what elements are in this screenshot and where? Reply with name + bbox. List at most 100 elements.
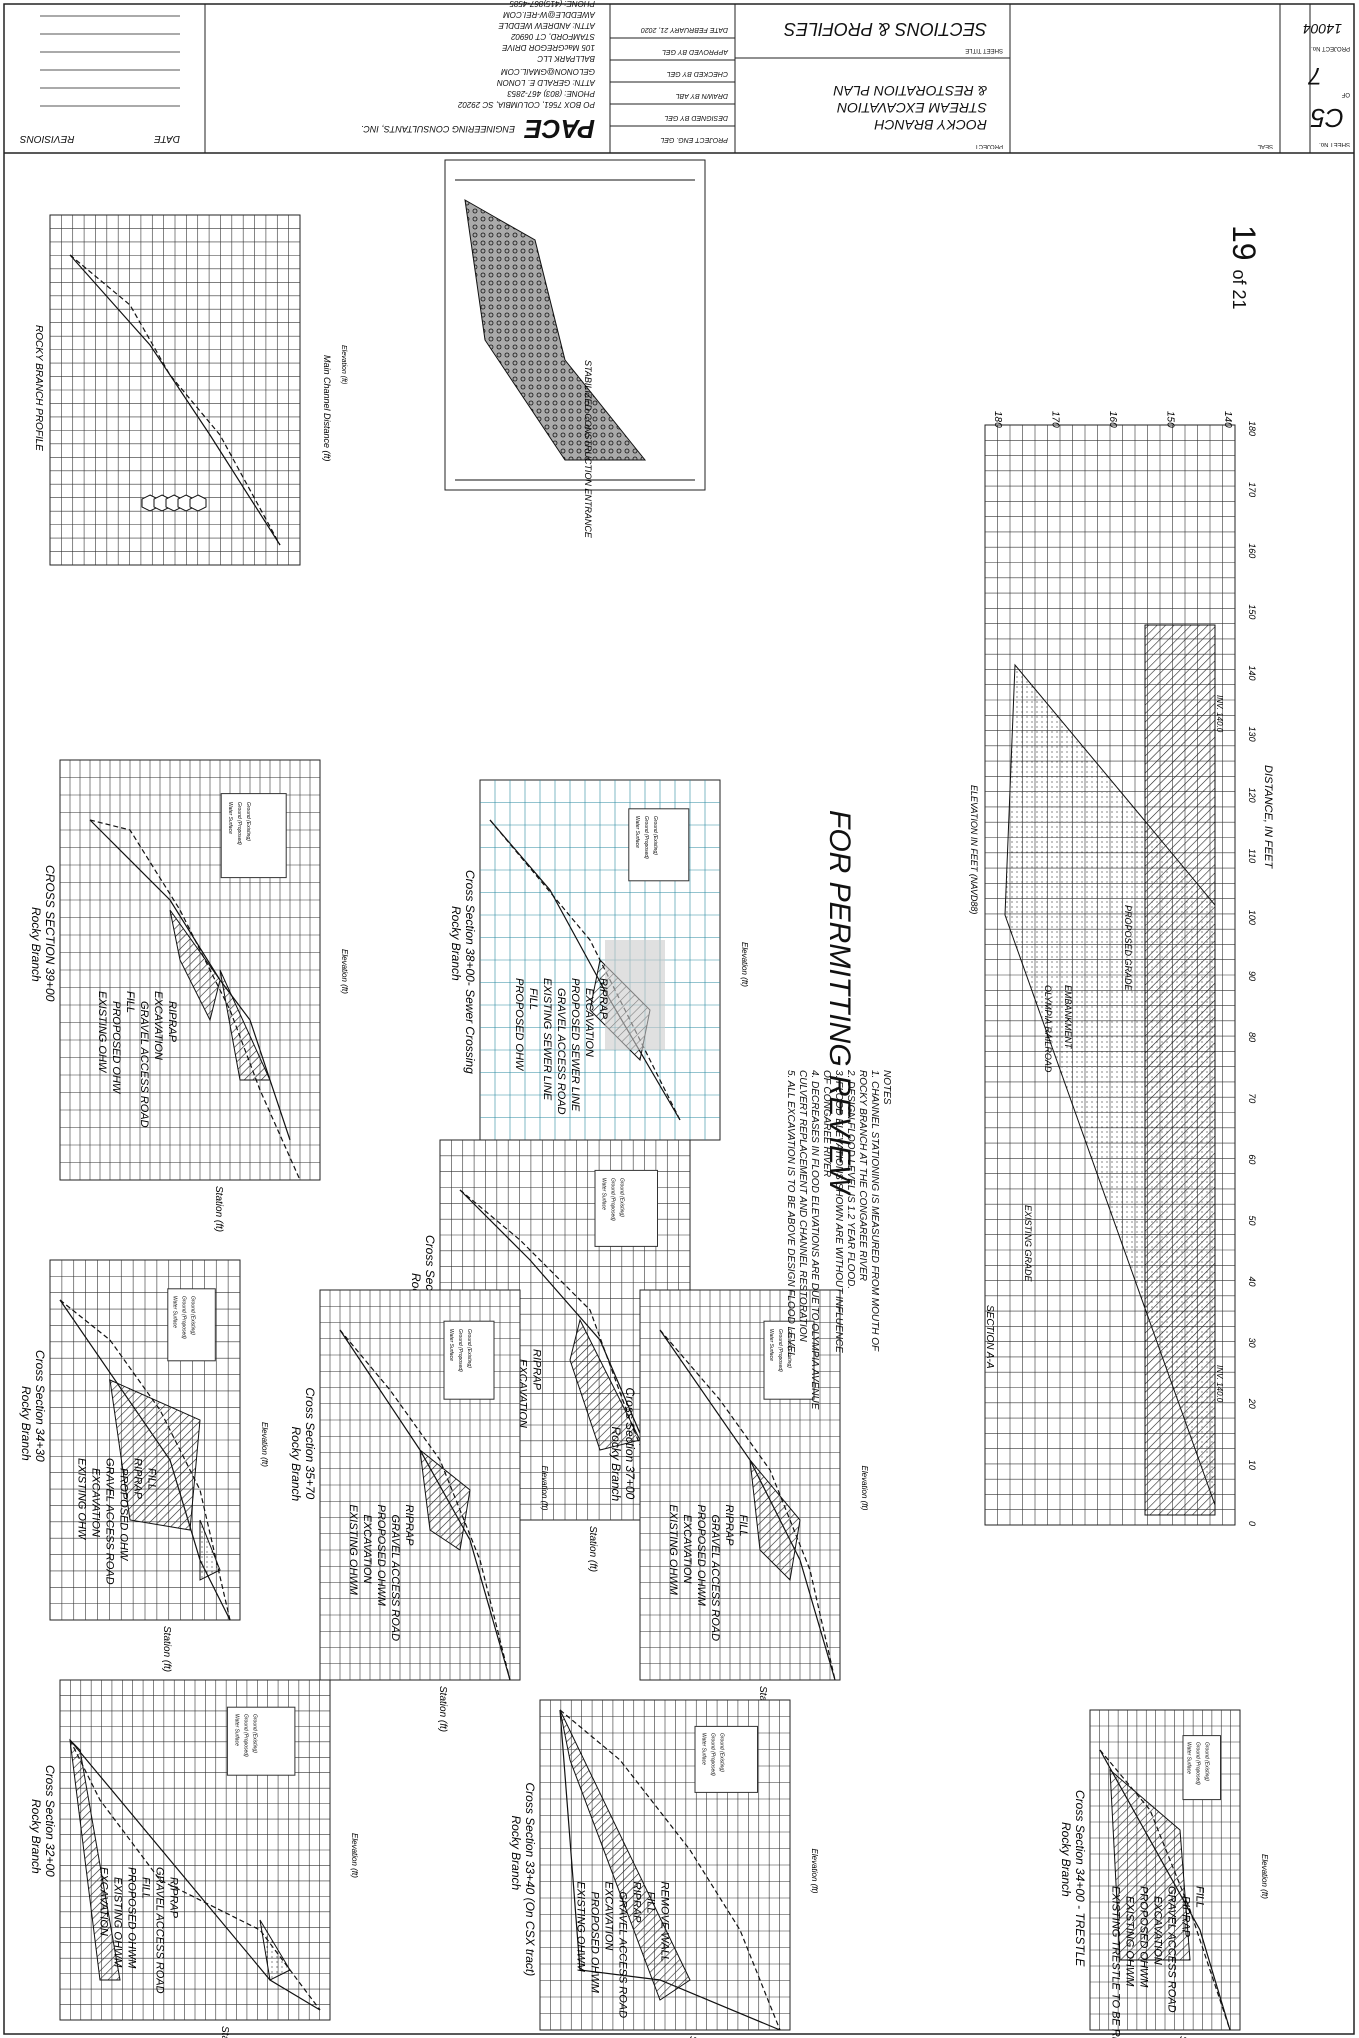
legend-item: Ground (Proposed) [236, 802, 242, 845]
section-callout: EXISTING TRESTLE TO BE REMOVED [1110, 1886, 1122, 2038]
section-callout: FILL [527, 988, 539, 1010]
legend-item: Ground (Existing) [190, 1296, 196, 1335]
section-title-1: Rocky Branch [609, 1427, 623, 1502]
section-callout: FILL [146, 1468, 158, 1490]
section-ylabel: Elevation (ft) [540, 1466, 549, 1511]
section-title-2: Cross Section 37+00 [623, 1388, 637, 1500]
legend-item: Ground (Proposed) [1195, 1742, 1201, 1785]
legend-item: Ground (Proposed) [777, 1329, 783, 1372]
section-aa-xlabel: DISTANCE, IN FEET [1262, 765, 1274, 869]
legend-item: Ground (Proposed) [643, 816, 649, 859]
section-callout: EXCAVATION [681, 1515, 693, 1584]
section-title-2: Cross Section 34+30 [33, 1350, 47, 1462]
legend-item: Ground (Proposed) [181, 1296, 187, 1339]
legend-item: Water Surface [601, 1178, 607, 1210]
section-callout: PROPOSED OHW [513, 978, 525, 1072]
section-ylabel: Elevation (ft) [860, 1466, 869, 1511]
section-callout: FILL [140, 1877, 152, 1899]
legend-item: Ground (Existing) [1204, 1742, 1210, 1781]
existing-grade-label: EXISTING GRADE [1023, 1205, 1033, 1283]
section-callout: EXISTING OHWM [347, 1505, 359, 1596]
section-xlabel: Station (ft) [161, 1626, 172, 1672]
section-callout: PROPOSED OHWM [695, 1505, 707, 1607]
section-callout: RIPRAP [723, 1505, 735, 1547]
section-aa-ytick: 180 [992, 411, 1003, 428]
legend-item: Ground (Proposed) [243, 1714, 249, 1757]
section-callout: RIPRAP [531, 1349, 543, 1391]
section-callout: PROPOSED OHWM [126, 1867, 138, 1969]
section-aa-xtick: 150 [1247, 604, 1257, 619]
inv-right: INV. 140.0 [1215, 695, 1224, 733]
section-aa-xtick: 130 [1247, 727, 1257, 742]
section-xlabel: Station (ft) [687, 2036, 698, 2038]
legend-item: Water Surface [768, 1329, 774, 1361]
section-callout: PROPOSED OHWM [589, 1892, 601, 1994]
section-aa-label: SECTION A-A [984, 1305, 995, 1369]
section-title-1: Rocky Branch [449, 906, 463, 981]
section-callout: GRAVEL ACCESS ROAD [555, 988, 567, 1115]
section-xlabel: Station (ft) [437, 1686, 448, 1732]
embankment-label: EMBANKMENT [1063, 985, 1073, 1050]
section-callout: RIPRAP [168, 1877, 180, 1919]
legend-item: Ground (Existing) [652, 816, 658, 855]
section-callout: GRAVEL ACCESS ROAD [104, 1458, 116, 1585]
section-callout: PROPOSED OHW [110, 1001, 122, 1095]
section-title-2: Cross Section 34+00 - TRESTLE [1073, 1790, 1087, 1967]
legend-item: Water Surface [1186, 1742, 1192, 1774]
profile-ylabel: Elevation (ft) [340, 345, 347, 384]
section-ylabel: Elevation (ft) [340, 949, 349, 994]
notes-block: NOTES 1. CHANNEL STATIONING IS MEASURED … [785, 1070, 892, 1410]
section-callout: EXCAVATION [90, 1468, 102, 1537]
section-title-2: Cross Section 35+70 [303, 1388, 317, 1500]
section-callout: RIPRAP [403, 1505, 415, 1547]
legend-item: Ground (Existing) [619, 1178, 625, 1217]
section-title-1: Rocky Branch [1059, 1822, 1073, 1897]
section-callout: PROPOSED OHW [118, 1468, 130, 1562]
inv-left: INV. 140.0 [1215, 1365, 1224, 1403]
section-aa-xtick: 70 [1247, 1093, 1257, 1103]
section-aa-xtick: 110 [1247, 849, 1257, 863]
section-title-2: Cross Section 33+40 (On CSX tract) [523, 1783, 537, 1977]
section-callout: GRAVEL ACCESS ROAD [1166, 1886, 1178, 2013]
section-title-2: Cross Section 38+00- Sewer Crossing [463, 870, 477, 1074]
section-title-1: Rocky Branch [289, 1427, 303, 1502]
section-xlabel: Station (ft) [587, 1526, 598, 1572]
section-aa-xtick: 20 [1247, 1398, 1257, 1409]
legend-item: Water Surface [448, 1329, 454, 1361]
section-aa-xtick: 40 [1247, 1277, 1257, 1287]
section-callout: FILL [124, 991, 136, 1013]
section-callout: GRAVEL ACCESS ROAD [138, 1001, 150, 1128]
legend-item: Ground (Proposed) [610, 1178, 616, 1221]
legend-item: Ground (Existing) [719, 1733, 725, 1772]
section-xlabel: Station (ft) [219, 2026, 230, 2038]
section-callout: EXISTING OHWM [112, 1877, 124, 1968]
legend-item: Water Surface [172, 1296, 178, 1328]
section-aa-xtick: 30 [1247, 1338, 1257, 1348]
profile-xlabel: Main Channel Distance (ft) [322, 355, 332, 462]
proposed-grade-label: PROPOSED GRADE [1123, 905, 1133, 992]
section-callout: EXISTING OHW [76, 1458, 88, 1541]
section-callout: FILL [645, 1892, 657, 1914]
section-callout: RIPRAP [1180, 1896, 1192, 1938]
section-callout: EXCAVATION [152, 991, 164, 1060]
section-callout: FILL [1194, 1886, 1206, 1908]
section-callout: RIPRAP [631, 1882, 643, 1924]
section-aa-xtick: 10 [1247, 1460, 1257, 1470]
section-title-1: Rocky Branch [19, 1386, 33, 1461]
section-callout: FILL [737, 1515, 749, 1537]
legend-item: Ground (Existing) [786, 1329, 792, 1368]
section-callout: EXISTING OHWM [575, 1882, 587, 1973]
legend-item: Ground (Proposed) [457, 1329, 463, 1372]
section-callout: GRAVEL ACCESS ROAD [154, 1867, 166, 1994]
sheet-counter: 19 of 21 [1225, 225, 1262, 310]
section-callout: EXISTING OHWM [667, 1505, 679, 1596]
section-ylabel: Elevation (ft) [740, 942, 749, 987]
